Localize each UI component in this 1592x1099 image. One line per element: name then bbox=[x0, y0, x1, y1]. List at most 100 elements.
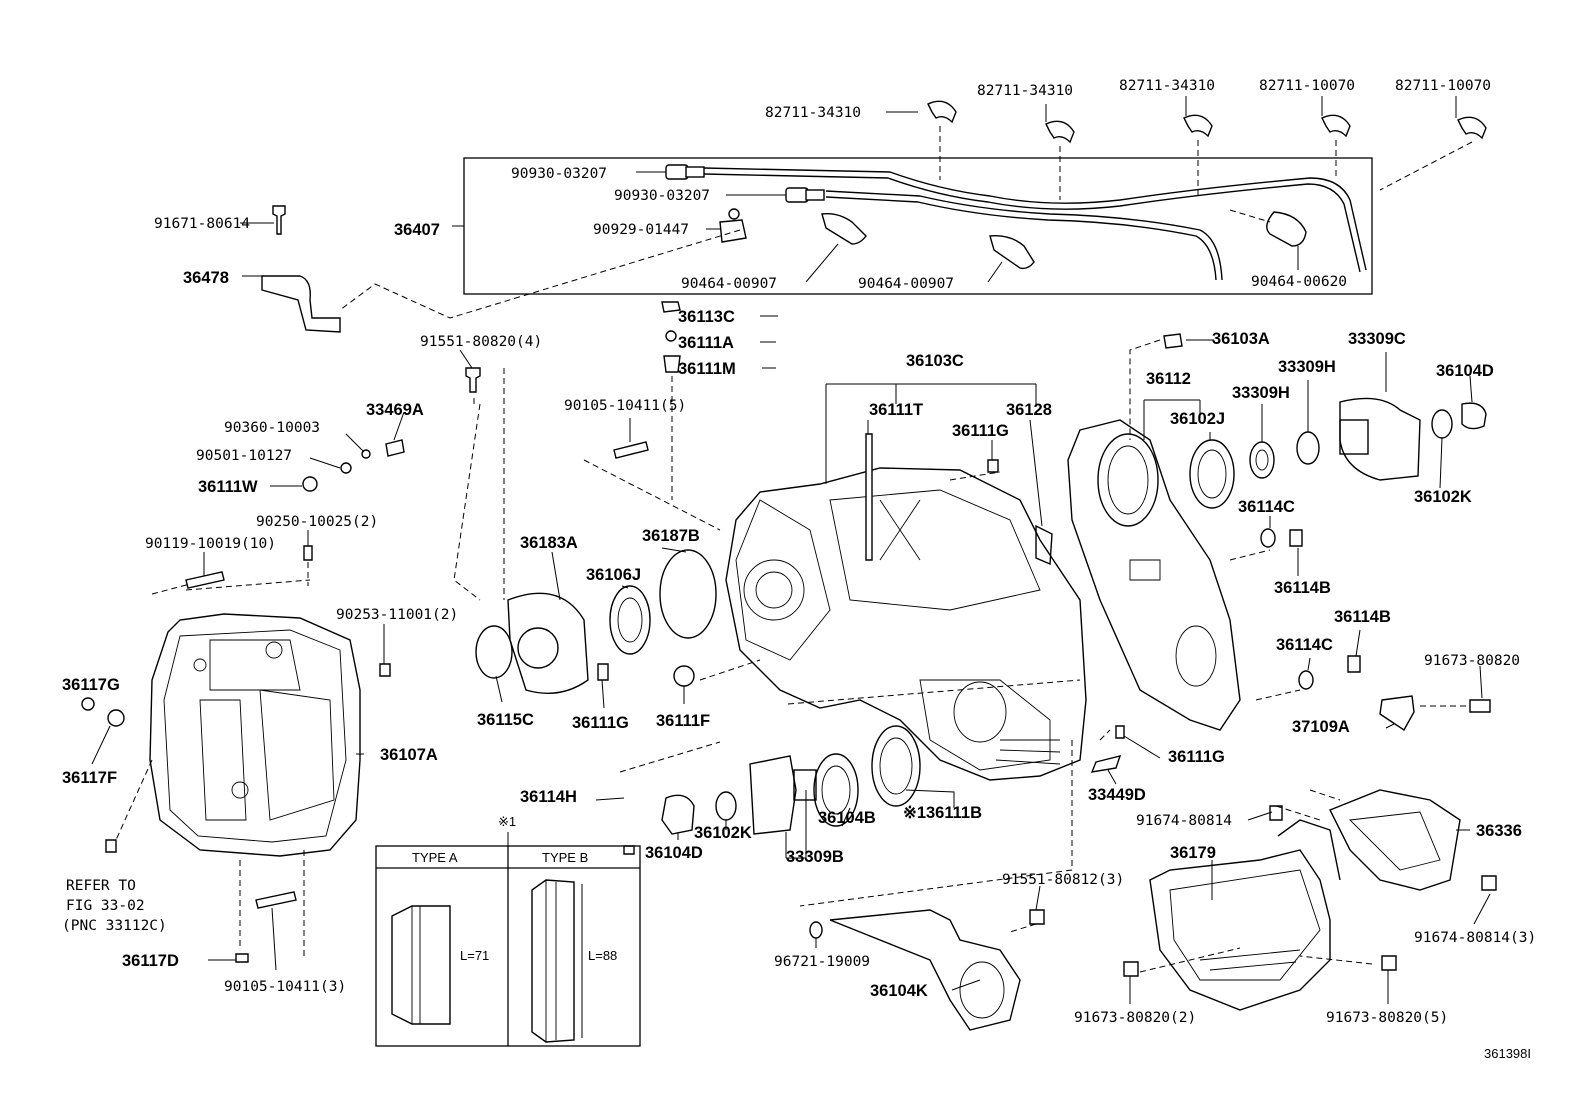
label-refer-to: REFER TO bbox=[66, 878, 136, 894]
label-90501-10127: 90501-10127 bbox=[196, 448, 292, 464]
label-90930-03207: 90930-03207 bbox=[614, 188, 710, 204]
label-36478: 36478 bbox=[183, 269, 229, 287]
type-a-header: TYPE A bbox=[412, 850, 458, 865]
type-inset-table bbox=[375, 832, 641, 1047]
label-91674-80814: 91674-80814(3) bbox=[1414, 930, 1536, 946]
label-refer-fig: FIG 33-02 bbox=[66, 898, 145, 914]
hose-clamps bbox=[927, 100, 1487, 144]
breather-tubes bbox=[703, 167, 1367, 281]
label-91551-80812: 91551-80812(3) bbox=[1002, 872, 1124, 888]
label-36183A: 36183A bbox=[520, 534, 578, 552]
protector-36179 bbox=[1149, 819, 1341, 1011]
label-82711-10070: 82711-10070 bbox=[1395, 78, 1491, 94]
leader-lines bbox=[91, 96, 1491, 1004]
case-dashed-guides bbox=[787, 471, 1111, 907]
type-a-length: L=71 bbox=[460, 948, 489, 963]
label-90105-10411: 90105-10411(5) bbox=[564, 398, 686, 414]
protector-36336 bbox=[1029, 789, 1497, 977]
label-82711-34310: 82711-34310 bbox=[1119, 78, 1215, 94]
label-36104B: 36104B bbox=[818, 809, 876, 827]
label-33309H: 33309H bbox=[1232, 384, 1290, 402]
label-36103C: 36103C bbox=[906, 352, 964, 370]
label-36117D: 36117D bbox=[122, 952, 179, 970]
label-36114C: 36114C bbox=[1238, 498, 1295, 516]
extension-housing-36112 bbox=[1067, 419, 1241, 731]
part-labels: 82711-34310 82711-34310 82711-34310 8271… bbox=[62, 78, 1536, 1061]
bottom-dashed-guides bbox=[1009, 805, 1373, 973]
label-33469A: 33469A bbox=[366, 401, 424, 419]
type-b-length: L=88 bbox=[588, 948, 617, 963]
label-33449D: 33449D bbox=[1088, 786, 1146, 804]
label-36107A: 36107A bbox=[380, 746, 438, 764]
center-front-parts bbox=[475, 301, 717, 695]
label-90360-10003: 90360-10003 bbox=[224, 420, 320, 436]
label-36111G: 36111G bbox=[952, 422, 1009, 440]
label-90464-00620: 90464-00620 bbox=[1251, 274, 1347, 290]
label-36115C: 36115C bbox=[477, 711, 534, 729]
label-36111M: 36111M bbox=[678, 360, 736, 378]
type-b-header: TYPE B bbox=[542, 850, 588, 865]
label-36336: 36336 bbox=[1476, 822, 1522, 840]
label-36117G: 36117G bbox=[62, 676, 120, 694]
label-36111W: 36111W bbox=[198, 478, 258, 496]
figure-number: 361398I bbox=[1484, 1046, 1531, 1061]
label-36113C: 36113C bbox=[678, 308, 735, 326]
label-refer-pnc: (PNC 33112C) bbox=[62, 918, 167, 934]
right-dashed-guides bbox=[1129, 339, 1470, 801]
label-36114H: 36114H bbox=[520, 788, 577, 806]
label-90253-11001: 90253-11001(2) bbox=[336, 607, 458, 623]
label-90119-10019: 90119-10019(10) bbox=[145, 536, 276, 552]
label-90105-10411: 90105-10411(3) bbox=[224, 979, 346, 995]
label-36102J: 36102J bbox=[1170, 410, 1225, 428]
label-36102K: 36102K bbox=[1414, 488, 1472, 506]
label-33309C: 33309C bbox=[1348, 330, 1406, 348]
center-output-parts bbox=[623, 725, 921, 855]
label-36104D: 36104D bbox=[645, 844, 703, 862]
left-small-parts bbox=[81, 205, 481, 963]
label-90929-01447: 90929-01447 bbox=[593, 222, 689, 238]
label-82711-10070: 82711-10070 bbox=[1259, 78, 1355, 94]
label-91674-80814: 91674-80814 bbox=[1136, 813, 1232, 829]
transfer-case-36103C bbox=[725, 433, 1087, 781]
label-36179: 36179 bbox=[1170, 844, 1216, 862]
label-90930-03207: 90930-03207 bbox=[511, 166, 607, 182]
label-36104D: 36104D bbox=[1436, 362, 1494, 380]
label-36128: 36128 bbox=[1006, 401, 1052, 419]
label-36117F: 36117F bbox=[62, 769, 117, 787]
label-91673-80820: 91673-80820(2) bbox=[1074, 1010, 1196, 1026]
left-dashed-guides bbox=[115, 368, 505, 960]
label-96721-19009: 96721-19009 bbox=[774, 954, 870, 970]
label-90464-00907: 90464-00907 bbox=[681, 276, 777, 292]
label-36104K: 36104K bbox=[870, 982, 928, 1000]
label-33309B: 33309B bbox=[786, 848, 844, 866]
union-fittings bbox=[665, 164, 825, 243]
label-36114B: 36114B bbox=[1274, 579, 1331, 597]
label-36111A: 36111A bbox=[678, 334, 734, 352]
label-36111G: 36111G bbox=[1168, 748, 1225, 766]
label-36111T: 36111T bbox=[869, 401, 923, 419]
label-90464-00907: 90464-00907 bbox=[858, 276, 954, 292]
label-90250-10025: 90250-10025(2) bbox=[256, 514, 378, 530]
center-dashed-guides bbox=[583, 376, 761, 773]
label-91551-80820: 91551-80820(4) bbox=[420, 334, 542, 350]
top-dashed-guides bbox=[339, 126, 1473, 319]
label-36407: 36407 bbox=[394, 221, 440, 239]
label-36106J: 36106J bbox=[586, 566, 641, 584]
hose-assembly-frame bbox=[452, 157, 1373, 295]
label-36102K: 36102K bbox=[694, 824, 752, 842]
hose-clips bbox=[821, 211, 1307, 270]
label-91671-80614: 91671-80614 bbox=[154, 216, 250, 232]
label-82711-34310: 82711-34310 bbox=[977, 83, 1073, 99]
label-36112: 36112 bbox=[1146, 370, 1191, 388]
label-36114B: 36114B bbox=[1334, 608, 1391, 626]
note-mark: ※1 bbox=[498, 814, 516, 829]
label-36114C: 36114C bbox=[1276, 636, 1333, 654]
label-33309H: 33309H bbox=[1278, 358, 1336, 376]
label-36187B: 36187B bbox=[642, 527, 700, 545]
label-82711-34310: 82711-34310 bbox=[765, 105, 861, 121]
transfer-adapter-36107A bbox=[149, 613, 361, 857]
label-37109A: 37109A bbox=[1292, 718, 1350, 736]
label-36103A: 36103A bbox=[1212, 330, 1270, 348]
